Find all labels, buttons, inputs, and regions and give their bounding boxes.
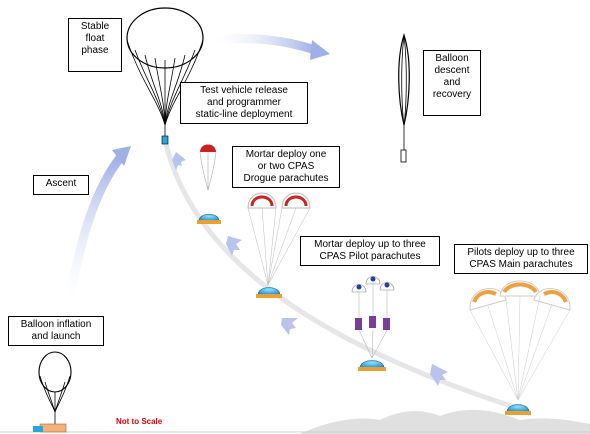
gondola-icon bbox=[161, 135, 169, 145]
main-label: Pilots deploy up to three CPAS Main para… bbox=[454, 244, 588, 274]
scale-note: Not to Scale bbox=[116, 417, 163, 426]
launch-balloon-icon bbox=[38, 351, 72, 424]
launch-vehicle-icon bbox=[39, 423, 67, 433]
descent-balloon-icon bbox=[398, 33, 410, 163]
launch-capsule-icon bbox=[33, 426, 43, 432]
float-arrow bbox=[214, 33, 330, 60]
capsule-icon-4 bbox=[505, 404, 531, 415]
descent-label: Balloon descent and recovery bbox=[423, 50, 481, 116]
stable-float-label: Stable float phase bbox=[68, 18, 122, 72]
inflation-label: Balloon inflation and launch bbox=[8, 316, 104, 346]
step-arrows bbox=[172, 152, 448, 386]
capsule-icon-1 bbox=[197, 213, 221, 224]
ascent-label: Ascent bbox=[33, 175, 89, 195]
ascent-arrow bbox=[65, 146, 131, 301]
pilot-label: Mortar deploy up to three CPAS Pilot par… bbox=[300, 236, 440, 266]
trajectory-arc bbox=[162, 139, 531, 415]
pilot-chutes-icon bbox=[351, 276, 395, 359]
deploy-chute-icon bbox=[199, 144, 217, 191]
capsule-icon-3 bbox=[358, 360, 386, 371]
main-chutes-icon bbox=[469, 280, 571, 401]
ground-hills bbox=[300, 409, 590, 434]
drogue-chutes-icon bbox=[247, 192, 311, 286]
capsule-icon-2 bbox=[256, 287, 282, 298]
drogue-label: Mortar deploy one or two CPAS Drogue par… bbox=[232, 146, 340, 188]
release-label: Test vehicle release and programmer stat… bbox=[180, 82, 308, 124]
